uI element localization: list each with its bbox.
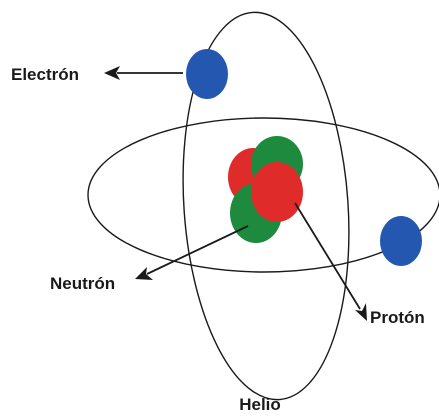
electron-top <box>186 49 228 99</box>
electron-right <box>380 216 422 266</box>
caption-helio: Helio <box>239 395 281 414</box>
neutron-arrow <box>135 226 248 280</box>
neutron-label: Neutrón <box>50 274 115 293</box>
electron-arrow <box>104 66 183 80</box>
electron-label: Electrón <box>11 65 79 84</box>
proton-label: Protón <box>370 308 425 327</box>
proton-front <box>251 162 303 222</box>
nucleus <box>228 136 303 243</box>
proton-arrow <box>295 203 367 321</box>
